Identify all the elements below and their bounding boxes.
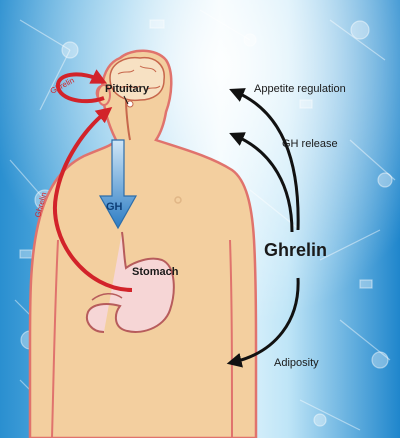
label-adiposity: Adiposity: [274, 357, 319, 369]
arrow-gh-release: [229, 132, 294, 233]
brain: [109, 56, 165, 141]
navel: [174, 196, 182, 204]
pointer-pituitary: [123, 95, 129, 105]
gh-arrow: [98, 139, 138, 230]
right-arm-line: [229, 239, 233, 438]
effects-arrows: [226, 88, 300, 368]
arrow-adiposity: [226, 277, 300, 368]
ghrelin-red-arrows: [52, 69, 133, 292]
label-appetite: Appetite regulation: [254, 83, 346, 95]
label-stomach: Stomach: [132, 266, 179, 278]
label-gh: GH: [106, 201, 123, 213]
ghrelin-stomach-to-pituitary: [52, 107, 133, 292]
arrow-appetite: [229, 88, 300, 231]
ghrelin-left-loop: [55, 69, 108, 104]
label-ghrelin-main: Ghrelin: [264, 240, 327, 260]
left-arm-line: [51, 239, 59, 438]
label-pituitary: Pituitary: [105, 83, 150, 95]
label-gh-release: GH release: [282, 138, 338, 150]
stomach-organ: [86, 231, 175, 333]
